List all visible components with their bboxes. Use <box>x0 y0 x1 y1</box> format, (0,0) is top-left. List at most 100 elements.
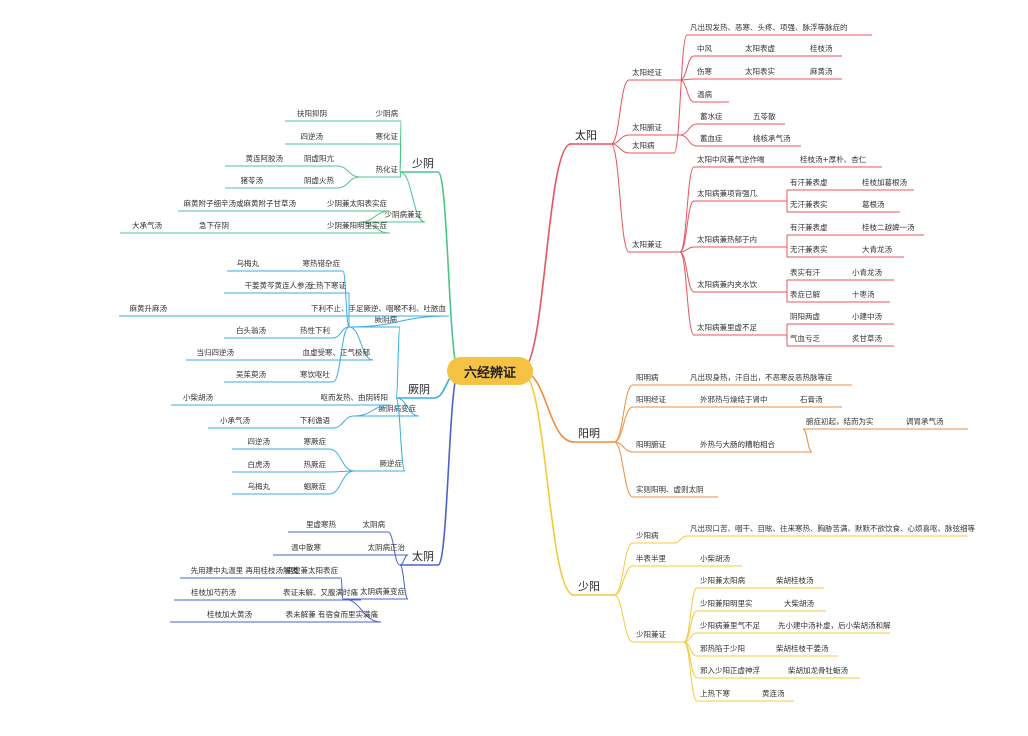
node-label[interactable]: 桃核承气汤 <box>753 133 791 143</box>
node-label[interactable]: 干姜黄芩黄连人参汤 <box>245 280 313 290</box>
node-label[interactable]: 血虚受寒、正气极郁 <box>303 347 371 357</box>
node-label[interactable]: 太阳兼证 <box>632 239 662 249</box>
node-label[interactable]: 十枣汤 <box>852 289 875 299</box>
node-label[interactable]: 太阳表实 <box>745 66 775 76</box>
node-label[interactable]: 半表半里 <box>636 553 666 563</box>
node-label[interactable]: 猪苓汤 <box>241 175 264 185</box>
node-label[interactable]: 麻黄升麻汤 <box>130 303 168 313</box>
node-label[interactable]: 凡出现身热，汗自出，不恶寒反恶热脉等症 <box>690 372 833 382</box>
node-label[interactable]: 炙甘草汤 <box>852 333 882 343</box>
node-label[interactable]: 当归四逆汤 <box>197 347 235 357</box>
node-label[interactable]: 热性下利 <box>300 325 330 335</box>
node-label[interactable]: 少阳病 <box>636 530 659 540</box>
node-label[interactable]: 厥阴病 <box>375 314 398 324</box>
node-label[interactable]: 太阳病兼热郁于内 <box>697 234 757 244</box>
node-label[interactable]: 柴胡桂枝干姜汤 <box>776 643 829 653</box>
node-label[interactable]: 表未解兼 有宿食而里实满痛 <box>286 609 379 619</box>
node-label[interactable]: 热化证 <box>376 164 399 174</box>
node-label[interactable]: 太阳病兼项背强几 <box>697 188 757 198</box>
node-label[interactable]: 白头翁汤 <box>236 325 266 335</box>
node-label[interactable]: 热厥症 <box>304 459 327 469</box>
node-label[interactable]: 桂枝加芍药汤 <box>191 587 236 597</box>
node-label[interactable]: 桂枝加大黄汤 <box>207 609 252 619</box>
node-label[interactable]: 小柴胡汤 <box>183 392 213 402</box>
node-label[interactable]: 太阴病 <box>363 519 386 529</box>
node-label[interactable]: 白虎汤 <box>248 459 271 469</box>
node-label[interactable]: 太阳病 <box>632 140 655 150</box>
node-label[interactable]: 腑症初起，结而为实 <box>806 416 874 426</box>
node-label[interactable]: 少阳兼太阳病 <box>700 575 745 585</box>
node-label[interactable]: 寒饮呕吐 <box>300 369 330 379</box>
node-label[interactable]: 无汗兼表实 <box>790 199 828 209</box>
node-label[interactable]: 阳明经证 <box>636 394 666 404</box>
node-label[interactable]: 表证未解、又腹满时痛 <box>283 587 358 597</box>
node-label[interactable]: 有汗兼表虚 <box>790 222 828 232</box>
node-label[interactable]: 乌梅丸 <box>237 258 260 268</box>
node-label[interactable]: 蛔厥症 <box>304 481 327 491</box>
node-label[interactable]: 少阳兼阳明里实 <box>700 598 753 608</box>
branch-label-0[interactable]: 太阳 <box>575 129 597 142</box>
node-label[interactable]: 表实有汗 <box>790 267 820 277</box>
node-label[interactable]: 先用建中丸温里 再用桂枝汤解表 <box>191 565 299 575</box>
node-label[interactable]: 柴胡加龙骨牡蛎汤 <box>788 665 848 675</box>
node-label[interactable]: 少阴兼阳明里实症 <box>327 220 387 230</box>
node-label[interactable]: 寒厥症 <box>304 436 327 446</box>
node-label[interactable]: 厥阴病变症 <box>379 403 417 413</box>
node-label[interactable]: 伤寒 <box>697 66 712 76</box>
node-label[interactable]: 外邪热与燥结于肾中 <box>700 394 768 404</box>
node-label[interactable]: 葛根汤 <box>862 199 885 209</box>
branch-label-4[interactable]: 厥阴 <box>408 383 430 396</box>
node-label[interactable]: 里虚寒热 <box>306 519 336 529</box>
node-label[interactable]: 麻黄附子细辛汤或麻黄附子甘草汤 <box>184 198 297 208</box>
node-label[interactable]: 大承气汤 <box>132 220 162 230</box>
node-label[interactable]: 桂枝汤+厚朴、杏仁 <box>800 154 867 164</box>
node-label[interactable]: 太阳中风兼气逆作喘 <box>697 154 765 164</box>
node-label[interactable]: 大柴胡汤 <box>784 598 814 608</box>
node-label[interactable]: 乌梅丸 <box>248 481 271 491</box>
node-label[interactable]: 中风 <box>697 43 712 53</box>
node-label[interactable]: 气血亏乏 <box>790 333 820 343</box>
node-label[interactable]: 黄连阿胶汤 <box>246 153 284 163</box>
node-label[interactable]: 上热下寒证 <box>309 280 347 290</box>
branch-label-5[interactable]: 太阴 <box>412 550 434 563</box>
node-label[interactable]: 四逆汤 <box>301 131 324 141</box>
node-label[interactable]: 太阳表虚 <box>745 43 775 53</box>
node-label[interactable]: 小建中汤 <box>852 311 882 321</box>
node-label[interactable]: 有汗兼表虚 <box>790 177 828 187</box>
node-label[interactable]: 蓄血症 <box>700 133 723 143</box>
node-label[interactable]: 邪入少阳正虚神浮 <box>700 665 760 675</box>
node-label[interactable]: 寒热错杂症 <box>303 258 341 268</box>
node-label[interactable]: 小青龙汤 <box>852 267 882 277</box>
node-label[interactable]: 石膏汤 <box>800 394 823 404</box>
node-label[interactable]: 少阴病 <box>376 108 399 118</box>
node-label[interactable]: 太阳病兼内夹水饮 <box>697 279 757 289</box>
node-label[interactable]: 桂枝汤 <box>810 43 833 53</box>
node-label[interactable]: 少阴病兼证 <box>385 209 423 219</box>
node-label[interactable]: 凡出现发热、恶寒、头疼、项强、脉浮等脉症的 <box>690 22 848 32</box>
node-label[interactable]: 少阴兼太阳表实症 <box>327 198 387 208</box>
node-label[interactable]: 调胃承气汤 <box>906 416 944 426</box>
node-label[interactable]: 太阳经证 <box>632 67 662 77</box>
node-label[interactable]: 温中散寒 <box>291 542 321 552</box>
node-label[interactable]: 小柴胡汤 <box>700 553 730 563</box>
node-label[interactable]: 太阳腑证 <box>632 122 662 132</box>
node-label[interactable]: 小承气汤 <box>220 415 250 425</box>
node-label[interactable]: 无汗兼表实 <box>790 244 828 254</box>
node-label[interactable]: 阴虚火热 <box>304 175 334 185</box>
node-label[interactable]: 桂枝加葛根汤 <box>862 177 907 187</box>
node-label[interactable]: 阳明病 <box>636 372 659 382</box>
node-label[interactable]: 少阳兼证 <box>636 629 666 639</box>
node-label[interactable]: 呕而发热、由阴转阳 <box>321 392 389 402</box>
node-label[interactable]: 温病 <box>697 89 712 99</box>
node-label[interactable]: 表症已解 <box>790 289 820 299</box>
node-label[interactable]: 少阳病兼里气不足 <box>700 620 760 630</box>
node-label[interactable]: 阳明腑证 <box>636 439 666 449</box>
node-label[interactable]: 外热与大肠的糟粕相合 <box>700 439 775 449</box>
node-label[interactable]: 黄连汤 <box>762 688 785 698</box>
node-label[interactable]: 急下存阴 <box>199 220 229 230</box>
node-label[interactable]: 厥逆症 <box>380 458 403 468</box>
node-label[interactable]: 阴虚阳亢 <box>304 153 334 163</box>
root-node[interactable]: 六经辨证 <box>447 357 533 385</box>
branch-label-1[interactable]: 阳明 <box>578 427 600 440</box>
node-label[interactable]: 扶阳抑阴 <box>297 108 327 118</box>
